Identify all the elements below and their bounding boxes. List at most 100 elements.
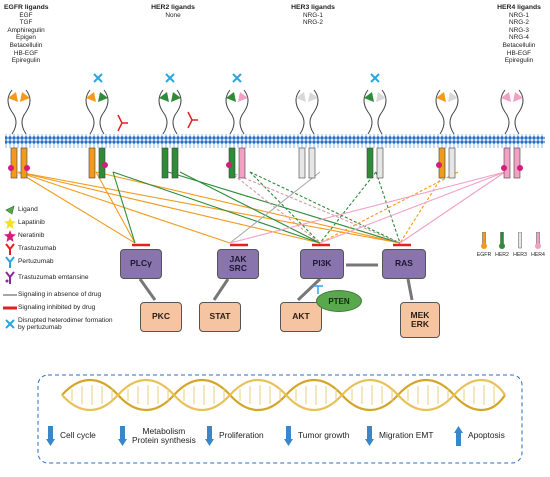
- outcome-label: Proliferation: [219, 430, 264, 441]
- down-arrow-icon: [365, 426, 374, 446]
- receptor-legend-label: HER3: [513, 252, 527, 258]
- ligand-item: HB-EGF: [13, 49, 39, 57]
- inhibit-bar-icon: [2, 306, 18, 310]
- node-akt: AKT: [280, 302, 322, 332]
- pten-inhibit: [313, 285, 323, 294]
- receptor-egfr-her3: [435, 89, 459, 179]
- receptor-her3-her3: [295, 89, 319, 179]
- drug-legend: Ligand Lapatinib Neratinib Trastuzumab P…: [2, 203, 120, 334]
- legend-label: Lapatinib: [18, 218, 45, 226]
- node-pi3k-label: PI3K: [312, 258, 332, 269]
- ligand-item: TGF: [19, 19, 33, 27]
- her2-ligands-title: HER2 ligands: [151, 4, 195, 11]
- ligand-item: NRG-4: [509, 34, 529, 42]
- receptor-legend-item: HER3: [512, 231, 528, 258]
- receptor-her2-her3: [363, 89, 387, 179]
- outcome-label: Metabolism Protein synthesis: [132, 425, 196, 446]
- her4-ligands: HER4 ligands NRG-1 NRG-2 NRG-3 NRG-4 Bet…: [494, 4, 544, 65]
- receptor-egfr-egfr: [7, 89, 31, 179]
- outcome-label: Migration EMT: [379, 430, 434, 441]
- node-jak-label: JAK: [229, 253, 247, 264]
- outcome-panel: [37, 374, 523, 464]
- legend-label: Ligand: [18, 205, 38, 213]
- legend-row: Signaling inhibited by drug: [2, 301, 120, 314]
- outcome-label: Apoptosis: [468, 430, 505, 441]
- legend-row: Disrupted heterodimer formation by pertu…: [2, 314, 120, 334]
- egfr-ligands-title: EGFR ligands: [4, 4, 49, 11]
- node-plcg-label: PLCγ: [130, 258, 152, 269]
- ligand-item: EGF: [19, 11, 33, 19]
- disrupted-x-icon: [2, 319, 18, 329]
- her2-ligands: HER2 ligands None: [148, 4, 198, 19]
- ligand-item: Epiregulin: [11, 57, 41, 65]
- legend-row: Signaling in absence of drug: [2, 288, 120, 301]
- legend-row: Neratinib: [2, 229, 120, 242]
- dna-helix: [61, 379, 506, 411]
- outcome-label: Cell cycle: [60, 430, 96, 441]
- neratinib-icon: [2, 229, 18, 242]
- receptor-legend-label: EGFR: [476, 252, 492, 258]
- node-pten: PTEN: [316, 290, 362, 312]
- cell-membrane: [5, 134, 545, 148]
- outcome-tumor-growth: Tumor growth: [284, 426, 349, 446]
- ligand-icon: [2, 204, 18, 215]
- egfr-receptor-icon: [481, 231, 487, 249]
- egfr-ligands: EGFR ligands EGF TGF Amphiregulin Epigen…: [4, 4, 49, 65]
- node-mek-label: MEK: [410, 309, 430, 320]
- node-akt-label: AKT: [292, 311, 310, 322]
- node-stat: STAT: [199, 302, 241, 332]
- legend-row: Trastuzumab: [2, 242, 120, 255]
- ligand-item: None: [165, 11, 181, 19]
- dna-rungs: [71, 385, 495, 405]
- outcome-migration-emt: Migration EMT: [365, 426, 433, 446]
- ligand-item: NRG-1: [303, 11, 323, 19]
- legend-row: Lapatinib: [2, 216, 120, 229]
- her2-receptor-icon: [499, 231, 505, 249]
- node-mek-erk: MEK ERK: [400, 302, 440, 338]
- node-pkc-label: PKC: [152, 311, 170, 322]
- node-ras-label: RAS: [395, 258, 413, 269]
- receptor-her2-her2: [158, 89, 198, 179]
- down-arrow-icon: [284, 426, 293, 446]
- outcome-cell-cycle: Cell cycle: [46, 426, 96, 446]
- outcome-line: Metabolism: [142, 425, 186, 436]
- pertuzumab-x-marks: [93, 73, 380, 83]
- legend-label: Signaling in absence of drug: [18, 290, 102, 298]
- ligand-item: NRG-2: [509, 19, 529, 27]
- legend-label: Neratinib: [18, 231, 45, 239]
- node-erk-label: ERK: [411, 319, 429, 329]
- receptor-legend-item: EGFR: [476, 231, 492, 258]
- receptor-legend-item: HER2: [494, 231, 510, 258]
- ligand-item: NRG-3: [509, 26, 529, 34]
- ligand-item: Betacellulin: [9, 41, 43, 49]
- legend-label: Pertuzumab: [18, 257, 54, 265]
- node-jak-src: JAK SRC: [217, 249, 259, 279]
- legend-label: Signaling inhibited by drug: [18, 303, 96, 311]
- legend-label: Disrupted heterodimer formation by pertu…: [18, 316, 113, 331]
- ligand-item: Epigen: [16, 34, 36, 42]
- ligand-item: NRG-2: [303, 19, 323, 27]
- ligand-item: Amphiregulin: [7, 26, 45, 34]
- outcome-label: Tumor growth: [298, 430, 350, 441]
- outcome-apoptosis: Apoptosis: [454, 426, 505, 446]
- receptor-legend-item: HER4: [530, 231, 546, 258]
- pathway-arrows: [138, 263, 414, 302]
- node-pkc: PKC: [140, 302, 182, 332]
- node-stat-label: STAT: [209, 311, 231, 322]
- legend-label: Trastuzumab emtansine: [18, 274, 89, 282]
- outcome-metabolism: Metabolism Protein synthesis: [118, 426, 196, 446]
- legend-row: Trastuzumab emtansine: [2, 268, 120, 288]
- trastuzumab-emtansine-icon: [2, 271, 18, 285]
- legend-label: Trastuzumab: [18, 244, 57, 252]
- node-pten-label: PTEN: [328, 296, 350, 306]
- legend-row: Pertuzumab: [2, 255, 120, 268]
- outcome-line: Protein synthesis: [132, 435, 196, 445]
- up-arrow-icon: [454, 426, 463, 446]
- down-arrow-icon: [205, 426, 214, 446]
- receptor-legend-label: HER4: [531, 252, 545, 258]
- signal-line-icon: [2, 293, 18, 297]
- ligand-item: Betacellulin: [502, 41, 536, 49]
- trastuzumab-icon: [2, 242, 18, 255]
- down-arrow-icon: [118, 426, 127, 446]
- receptor-her2-her4: [225, 89, 249, 179]
